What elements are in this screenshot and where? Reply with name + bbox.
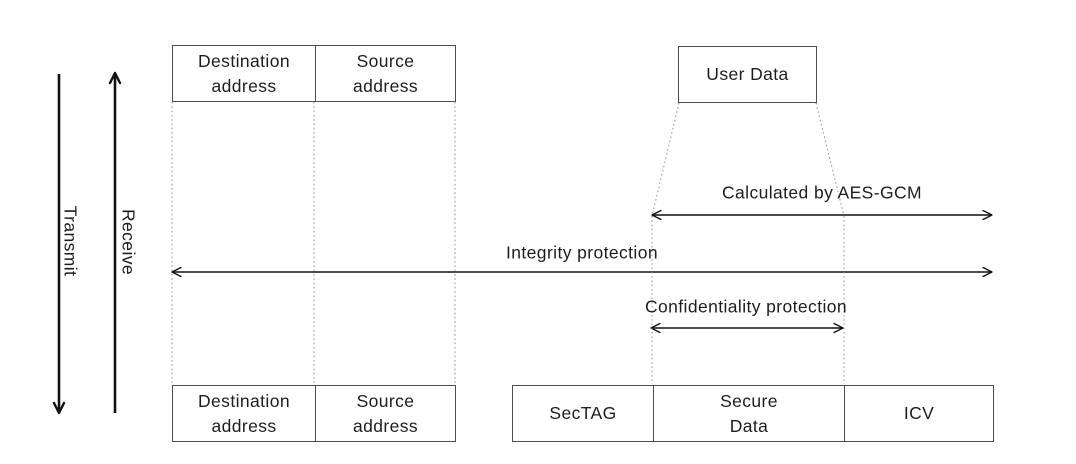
secure-frame-destination-address-cell: Destination address	[198, 390, 290, 436]
plain-frame-destination-address-cell: Destination address	[198, 50, 290, 96]
user-data-left-diagonal-dotted-line	[651, 102, 680, 217]
secure-frame-source-address-cell: Source address	[315, 386, 455, 441]
aes-gcm-annotation: Calculated by AES-GCM	[721, 182, 923, 203]
secure-frame-sectag-cell: SecTAG	[549, 403, 617, 423]
confidentiality-annotation: Confidentiality protection	[644, 296, 848, 317]
plain-frame-source-address-cell: Source address	[315, 46, 455, 101]
transmit-label: Transmit	[60, 205, 81, 277]
user-data-box: User Data	[678, 46, 817, 103]
receive-label: Receive	[118, 208, 139, 276]
plain-frame-header-box: Destination address Source address	[172, 45, 456, 102]
secure-frame-header-box: Destination address Source address	[172, 385, 456, 442]
secure-frame-payload-box: SecTAG Secure Data ICV	[512, 385, 994, 442]
secure-frame-secure-data-cell: Secure Data	[653, 386, 844, 441]
user-data-label: User Data	[706, 64, 789, 84]
integrity-annotation: Integrity protection	[506, 242, 658, 263]
secure-frame-icv-cell: ICV	[844, 386, 993, 441]
